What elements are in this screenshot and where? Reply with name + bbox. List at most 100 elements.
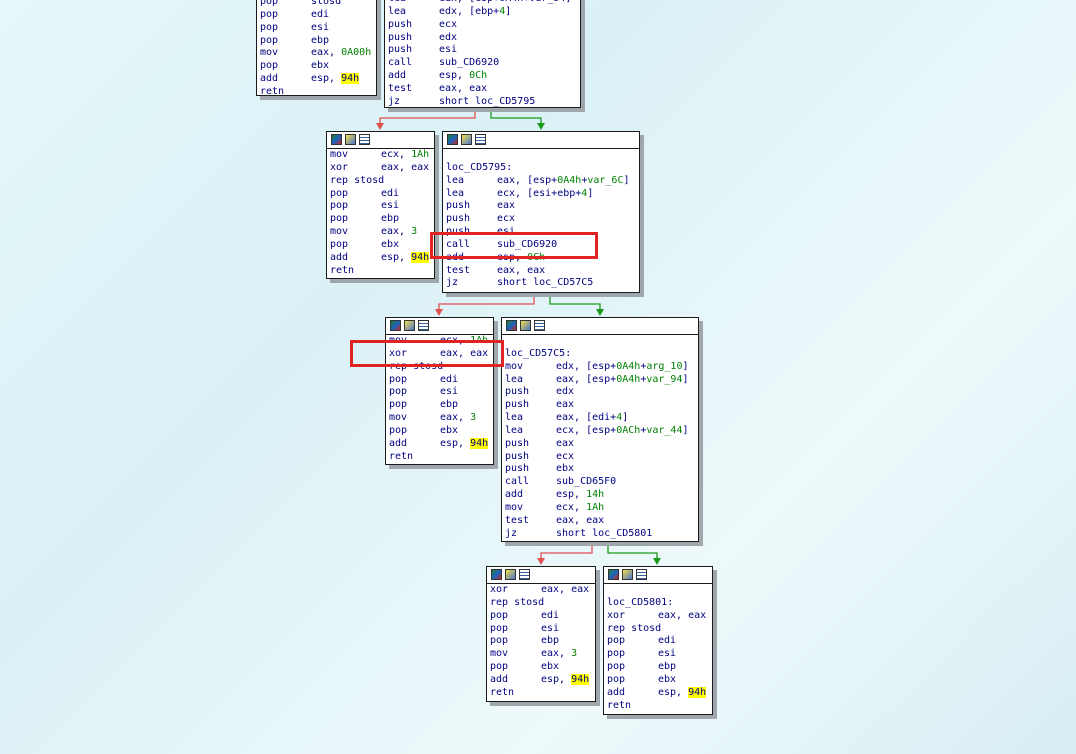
instruction-line[interactable]: retn	[389, 451, 493, 464]
graph-view-icon[interactable]	[390, 320, 401, 331]
text-view-icon[interactable]	[475, 134, 486, 145]
graph-view-icon[interactable]	[331, 134, 342, 145]
code-label[interactable]: loc_CD5801:	[607, 597, 712, 610]
instruction-line[interactable]: retn	[260, 86, 376, 99]
graph-view-icon[interactable]	[506, 320, 517, 331]
instruction-line[interactable]: rep stosd	[607, 623, 712, 636]
graph-view-icon[interactable]	[447, 134, 458, 145]
edit-icon[interactable]	[461, 134, 472, 145]
edit-icon[interactable]	[345, 134, 356, 145]
graph-view-icon[interactable]	[608, 569, 619, 580]
instruction-line[interactable]: retn	[607, 700, 712, 713]
text-view-icon[interactable]	[418, 320, 429, 331]
instruction-line[interactable]	[505, 335, 698, 348]
text-view-icon[interactable]	[359, 134, 370, 145]
graph-view-icon[interactable]	[491, 569, 502, 580]
instruction-line[interactable]: rep stosd	[330, 175, 434, 188]
text-view-icon[interactable]	[534, 320, 545, 331]
instruction-line[interactable]: rep stosd	[490, 597, 595, 610]
edit-icon[interactable]	[622, 569, 633, 580]
instruction-line[interactable]	[607, 584, 712, 597]
edit-icon[interactable]	[404, 320, 415, 331]
edit-icon[interactable]	[505, 569, 516, 580]
code-label[interactable]: loc_CD57C5:	[505, 348, 698, 361]
text-view-icon[interactable]	[519, 569, 530, 580]
text-view-icon[interactable]	[636, 569, 647, 580]
edit-icon[interactable]	[520, 320, 531, 331]
instruction-line[interactable]: retn	[490, 687, 595, 700]
code-label[interactable]: loc_CD5795:	[446, 162, 639, 175]
instruction-line[interactable]	[446, 149, 639, 162]
instruction-line[interactable]: retn	[330, 265, 434, 278]
